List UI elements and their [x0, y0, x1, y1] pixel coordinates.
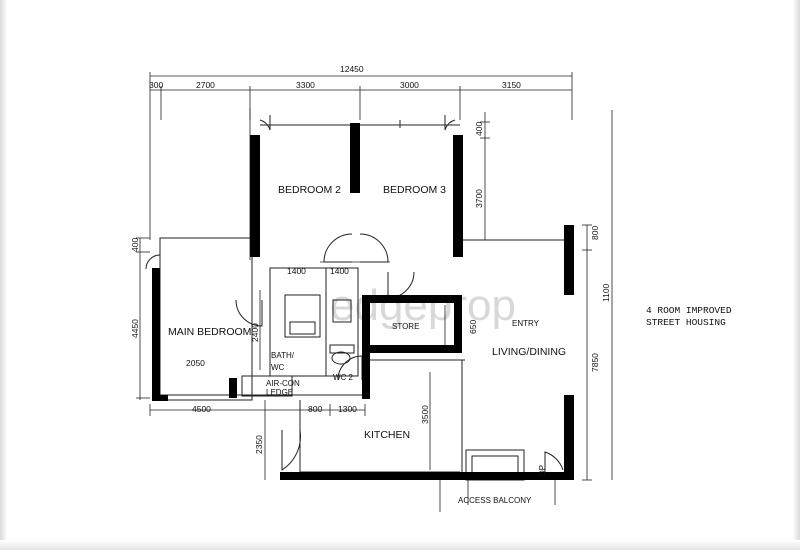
label-wc: WC: [271, 363, 285, 372]
door-swings: [145, 115, 564, 480]
dim-top-2: 2700: [196, 80, 215, 90]
label-wc2: WC 2: [333, 373, 354, 382]
label-store: STORE: [392, 322, 419, 331]
dim-store-side: 650: [468, 320, 478, 334]
scan-edge-right: [793, 0, 800, 550]
interior-lines: [159, 120, 572, 481]
dim-bottom-3: 1300: [338, 404, 357, 414]
dim-bottom-1: 4500: [192, 404, 211, 414]
label-entry: ENTRY: [512, 319, 540, 328]
dim-right-lower-1: 800: [590, 226, 600, 240]
dimension-lines: [136, 72, 613, 512]
dim-kitchen-right: 3500: [420, 405, 430, 424]
dim-top-5: 3150: [502, 80, 521, 90]
dim-top-1: 300: [149, 80, 163, 90]
label-aircon: AIR-CON: [266, 379, 300, 388]
dim-overall: 12450: [340, 64, 364, 74]
stamp-line-1: 4 ROOM IMPROVED: [646, 305, 732, 316]
dim-bath-side: 2400: [250, 323, 260, 342]
dim-left-2: 4450: [130, 319, 140, 338]
dim-kitchen-left: 2350: [254, 435, 264, 454]
dim-top-3: 3300: [296, 80, 315, 90]
label-access-balcony: ACCESS BALCONY: [458, 496, 532, 505]
walls: [152, 123, 574, 480]
stamp-line-2: STREET HOUSING: [646, 317, 726, 328]
dim-far-right: 1100: [601, 283, 611, 302]
dim-bottom-2: 800: [308, 404, 322, 414]
dim-corridor-1: 1400: [287, 266, 306, 276]
label-main-bedroom: MAIN BEDROOM: [168, 326, 251, 338]
label-bedroom-2: BEDROOM 2: [278, 184, 341, 196]
label-kitchen: KITCHEN: [364, 429, 410, 441]
watermark-text: edgeprop: [330, 281, 516, 330]
scan-edge-left: [0, 0, 7, 550]
dim-right-upper-1: 400: [474, 122, 484, 136]
label-bedroom-3: BEDROOM 3: [383, 184, 446, 196]
scan-edge-bottom: [0, 540, 800, 550]
dim-corridor-2: 1400: [330, 266, 349, 276]
label-ledge: LEDGE: [266, 388, 293, 397]
dim-main-bed-width: 2050: [186, 358, 205, 368]
dim-right-upper-2: 3700: [474, 189, 484, 208]
dim-right-lower-2: 7850: [590, 353, 600, 372]
label-bath: BATH/: [271, 351, 295, 360]
dim-top-4: 3000: [400, 80, 419, 90]
label-dp: DP: [538, 465, 547, 476]
label-living-dining: LIVING/DINING: [492, 346, 566, 358]
dim-left-1: 400: [130, 238, 140, 252]
